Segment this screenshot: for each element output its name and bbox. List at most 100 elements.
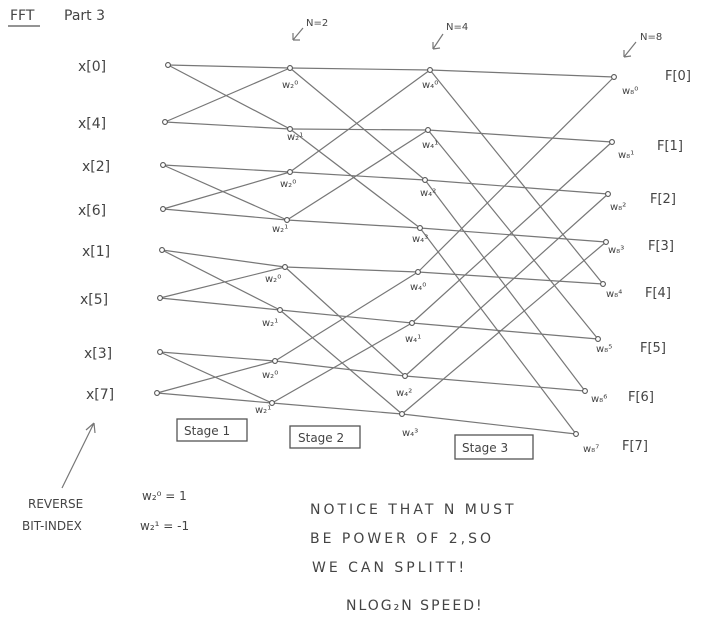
stage2-wire: [271, 402, 403, 415]
arrow-n4: [432, 33, 444, 50]
butterfly-node-col1: [287, 65, 293, 71]
twiddle-stage3: w₈⁴: [606, 289, 622, 300]
butterfly-node-col3: [595, 336, 601, 342]
stage-3-box: [454, 434, 534, 460]
output-label: F[3]: [648, 239, 674, 254]
butterfly-node-col0: [157, 295, 163, 301]
stage3-wire: [417, 76, 615, 273]
twiddle-stage1: w₂¹: [262, 318, 278, 329]
n-label-8: N=8: [640, 32, 662, 43]
twiddle-stage2: w₄²: [420, 188, 436, 199]
w-value-line1: w₂⁰ = 1: [142, 489, 187, 503]
butterfly-node-col0: [160, 162, 166, 168]
input-label: x[0]: [78, 59, 106, 75]
butterfly-node-col2: [425, 127, 431, 133]
stage3-wire: [424, 179, 609, 195]
butterfly-node-col3: [611, 74, 617, 80]
twiddle-stage3: w₈⁵: [596, 344, 612, 355]
butterfly-node-col3: [603, 239, 609, 245]
butterfly-node-col1: [287, 126, 293, 132]
twiddle-stage3: w₈⁶: [591, 394, 607, 405]
stage3-wire: [401, 241, 607, 415]
butterfly-wires: [156, 64, 615, 435]
butterfly-node-col3: [600, 281, 606, 287]
stage2-wire: [284, 266, 406, 377]
butterfly-node-col0: [154, 390, 160, 396]
stage1-wire: [159, 297, 281, 311]
butterfly-node-col1: [287, 169, 293, 175]
stage1-wire: [159, 266, 286, 299]
n-label-4: N=4: [446, 22, 468, 33]
butterfly-node-col1: [282, 264, 288, 270]
input-label: x[4]: [78, 116, 106, 132]
reverse-note-line1: REVERSE: [28, 497, 83, 511]
stage3-wire: [404, 193, 609, 377]
twiddle-stage2: w₄²: [396, 388, 412, 399]
twiddle-stage2: w₄³: [412, 234, 428, 245]
stage1-wire: [156, 392, 273, 404]
stage1-wire: [162, 208, 288, 221]
butterfly-node-col2: [415, 269, 421, 275]
butterfly-node-col3: [582, 388, 588, 394]
butterfly-node-col1: [272, 358, 278, 364]
twiddle-stage1: w₂¹: [255, 405, 271, 416]
output-label: F[6]: [628, 390, 654, 405]
twiddle-stage1: w₂⁰: [282, 80, 298, 91]
stage3-wire: [419, 227, 577, 435]
butterfly-node-col0: [157, 349, 163, 355]
stage-1-label: Stage 1: [184, 424, 230, 438]
stage1-wire: [167, 64, 291, 69]
stage2-wire: [289, 67, 431, 71]
output-label: F[1]: [657, 139, 683, 154]
stage2-wire: [279, 309, 413, 324]
input-label: x[1]: [82, 244, 110, 260]
arrow-n2: [292, 27, 304, 41]
stage1-wire: [167, 64, 291, 130]
twiddle-stage1: w₂⁰: [265, 274, 281, 285]
twiddle-stage1: w₂¹: [287, 132, 303, 143]
output-label: F[4]: [645, 286, 671, 301]
stage1-wire: [164, 67, 291, 123]
notice-line2: BE POWER OF 2,SO: [310, 531, 494, 547]
output-label: F[2]: [650, 192, 676, 207]
output-label: F[7]: [622, 439, 648, 454]
stage1-wire: [161, 249, 281, 311]
butterfly-labels: x[0]x[4]x[2]x[6]x[1]x[5]x[3]x[7]F[0]F[1]…: [78, 59, 691, 455]
stage2-wire: [279, 309, 403, 415]
input-label: x[2]: [82, 159, 110, 175]
input-label: x[6]: [78, 203, 106, 219]
title-fft: FFT: [10, 8, 35, 24]
stage3-wire: [411, 322, 599, 340]
butterfly-node-col3: [609, 139, 615, 145]
twiddle-stage3: w₈³: [608, 245, 624, 256]
stage2-wire: [284, 266, 419, 273]
butterfly-nodes: [154, 62, 617, 437]
stage3-wire: [429, 69, 615, 78]
notice-line3: WE CAN SPLITT!: [312, 560, 467, 576]
stage3-wire: [419, 227, 607, 243]
output-label: F[0]: [665, 69, 691, 84]
stage2-wire: [289, 69, 431, 173]
stage3-wire: [411, 141, 613, 324]
twiddle-stage1: w₂¹: [272, 224, 288, 235]
stage1-wire: [162, 164, 291, 173]
butterfly-node-col0: [165, 62, 171, 68]
twiddle-stage1: w₂⁰: [262, 370, 278, 381]
stage3-wire: [427, 129, 613, 143]
stage1-wire: [159, 351, 276, 362]
stage2-wire: [289, 67, 426, 181]
stage2-wire: [289, 128, 429, 131]
butterfly-node-col2: [402, 373, 408, 379]
arrow-n8: [623, 41, 637, 58]
butterfly-node-col1: [269, 400, 275, 406]
stage2-wire: [286, 219, 421, 229]
input-label: x[7]: [86, 387, 114, 403]
butterfly-node-col0: [162, 119, 168, 125]
reverse-note-line2: BIT-INDEX: [22, 519, 82, 533]
stage2-wire: [289, 171, 426, 181]
stage3-wire: [404, 375, 586, 392]
butterfly-node-col3: [605, 191, 611, 197]
twiddle-stage2: w₄⁰: [422, 80, 438, 91]
butterfly-node-col0: [159, 247, 165, 253]
